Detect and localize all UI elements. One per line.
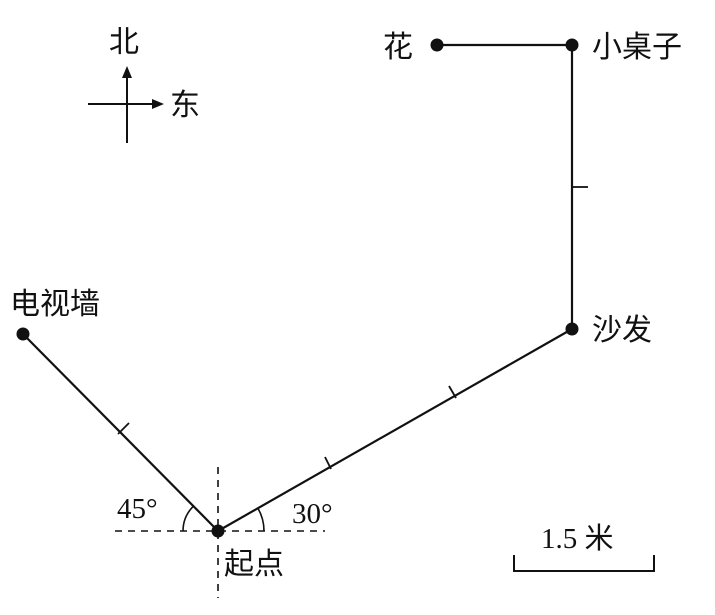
flower-label: 花 xyxy=(383,30,413,65)
start-point xyxy=(211,524,225,538)
compass-east-arrowhead xyxy=(152,99,164,109)
sofa-point xyxy=(565,322,579,336)
compass-north-arrowhead xyxy=(122,66,132,78)
angle-30-label: 30° xyxy=(292,498,333,530)
scale-bar-bracket xyxy=(513,555,655,572)
tick-mark xyxy=(117,422,130,435)
small-table-label: 小桌子 xyxy=(592,30,682,65)
small-table-point xyxy=(565,38,579,52)
scale-bar: 1.5 米 xyxy=(513,522,655,572)
start-label: 起点 xyxy=(224,547,284,582)
tv-wall-point xyxy=(16,327,30,341)
flower-point xyxy=(430,38,444,52)
tv-wall-label: 电视墙 xyxy=(10,287,100,322)
compass: 北 东 xyxy=(88,25,200,143)
compass-north-label: 北 xyxy=(109,25,139,60)
segment-start-to-sofa xyxy=(217,328,573,532)
tick-mark xyxy=(324,456,332,470)
sofa-label: 沙发 xyxy=(592,313,652,348)
compass-east-label: 东 xyxy=(170,88,200,123)
angle-30-arc xyxy=(257,507,265,532)
scale-bar-label: 1.5 米 xyxy=(541,522,614,555)
angle-45-label: 45° xyxy=(117,493,158,525)
tick-mark xyxy=(448,385,457,399)
angle-45-arc xyxy=(182,505,194,532)
